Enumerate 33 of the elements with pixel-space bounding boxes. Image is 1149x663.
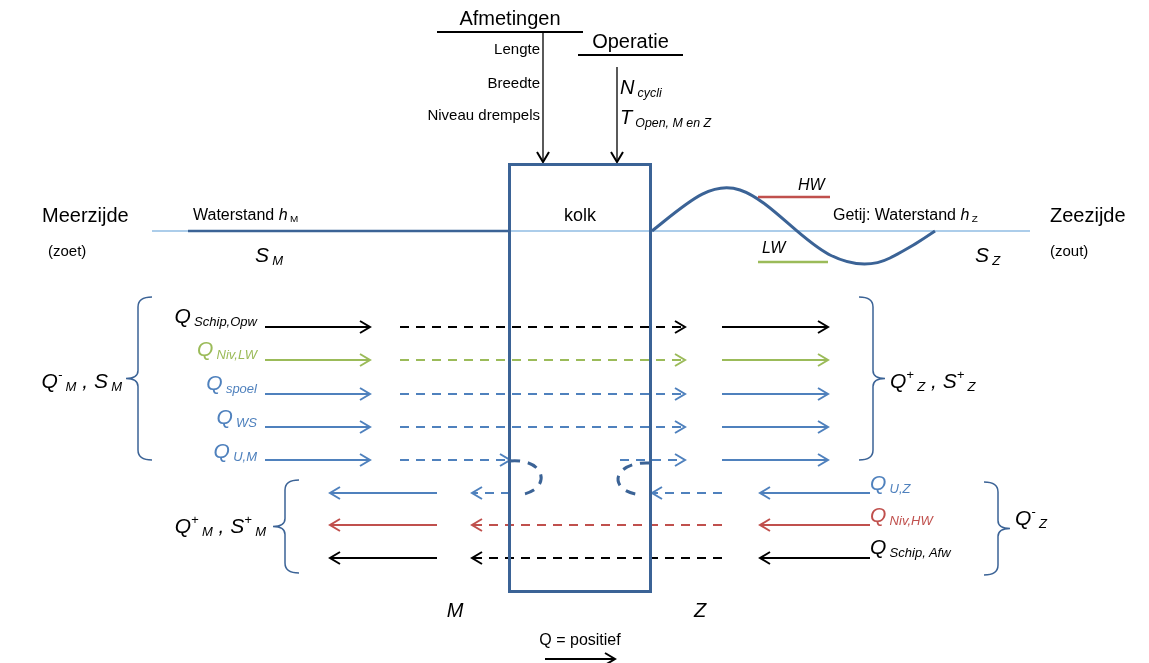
total-flow-label: Q$^{-}$$_{M}$ , S$_{M}$ (41, 367, 122, 395)
lock-chamber-box (508, 163, 652, 593)
level-label: HW (798, 176, 825, 194)
flow-label: Q$_{spoel}$ (206, 371, 257, 397)
heading: Afmetingen (437, 7, 583, 33)
water-level-label: Waterstand h$_{M}$ (193, 206, 299, 226)
sign-convention-note: Q = positief (539, 631, 621, 649)
heading: Operatie (578, 30, 683, 56)
flow-label: Q$_{U,Z}$ (870, 471, 911, 497)
side-marker: Z (693, 599, 707, 621)
list-item: N$_{cycli}$ (620, 76, 662, 101)
box-label: kolk (563, 206, 597, 226)
list-item: T$_{Open, M en Z}$ (620, 106, 712, 131)
arrow (536, 32, 550, 163)
side-note: (zout) (1050, 242, 1089, 260)
level-label: LW (762, 239, 786, 257)
side-marker: M (446, 599, 464, 621)
salinity-label: S$_{Z}$ (975, 243, 1001, 269)
salinity-label: S$_{M}$ (255, 243, 284, 269)
arrow (610, 66, 624, 163)
water-level-label: Getij: Waterstand h$_{Z}$ (833, 206, 978, 226)
flow-label: Q$_{Niv,HW}$ (870, 503, 933, 529)
flow-label: Q$_{WS}$ (216, 405, 257, 431)
flow-label: Q$_{U,M}$ (213, 439, 257, 465)
list-item: Breedte (487, 75, 540, 92)
list-item: Lengte (494, 41, 540, 58)
side-label: Meerzijde (42, 204, 129, 226)
flow-label: Q$_{Niv,LW}$ (196, 337, 257, 363)
flow-label: Q$_{Schip, Afw}$ (870, 535, 951, 561)
list-item: Niveau drempels (427, 107, 540, 124)
side-label: Zeezijde (1050, 204, 1126, 226)
side-note: (zoet) (48, 242, 87, 260)
flow-label: Q$_{Schip,Opw}$ (174, 304, 257, 330)
